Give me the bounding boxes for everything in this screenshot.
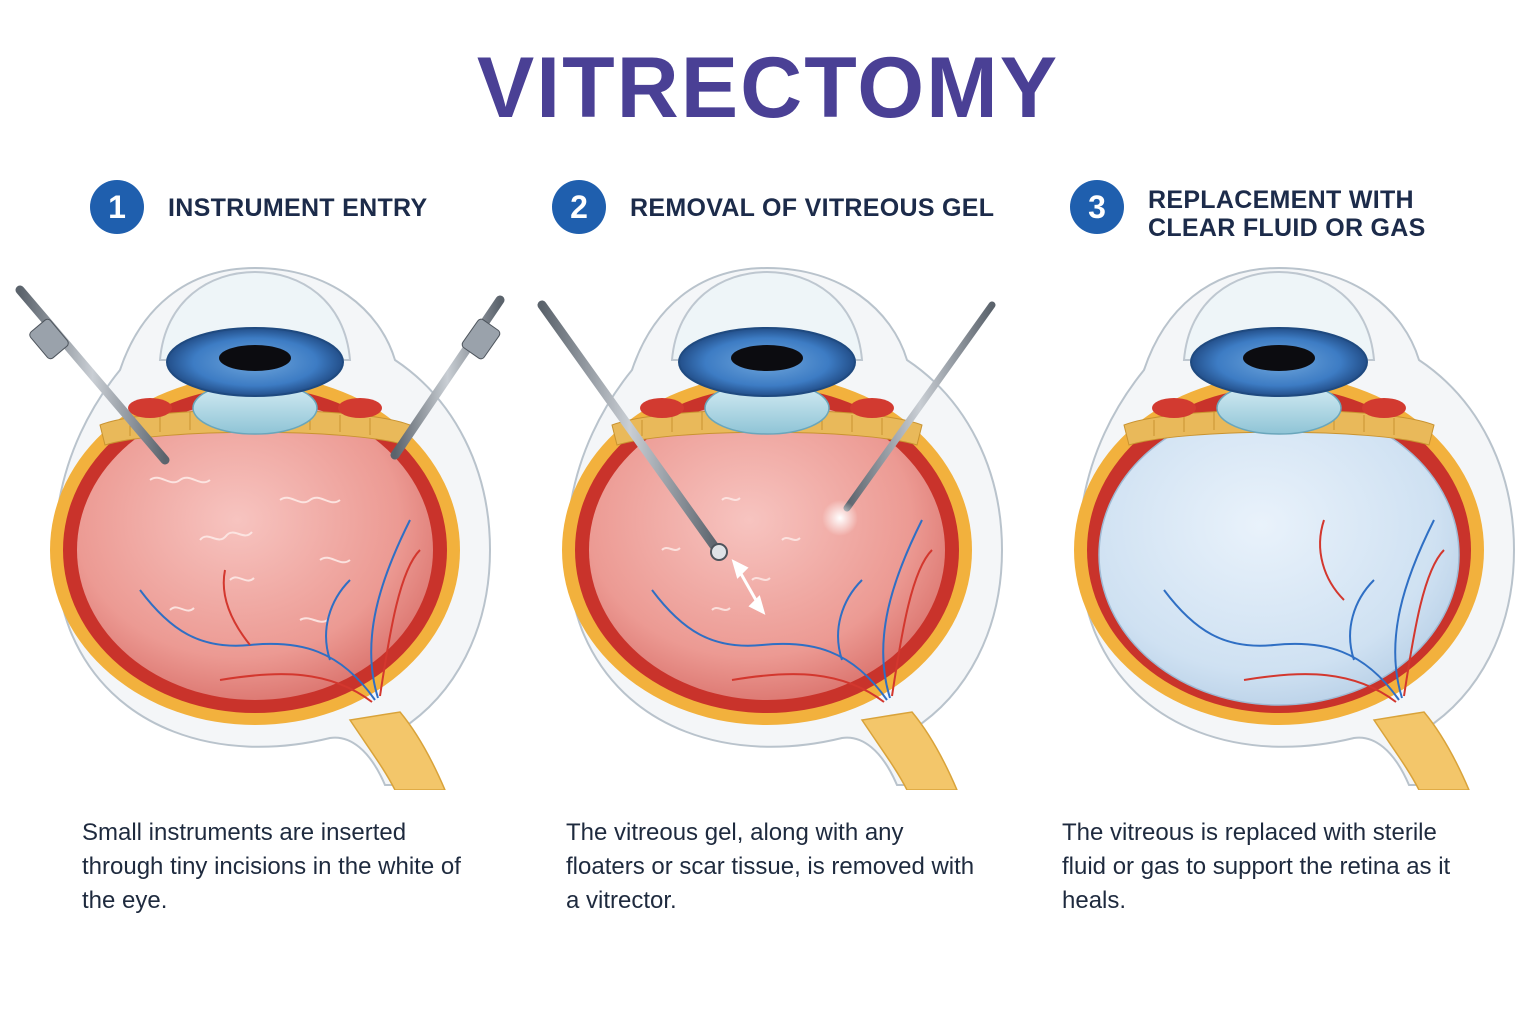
pupil xyxy=(219,345,291,371)
retinal-vessels xyxy=(651,519,933,703)
optic-nerve xyxy=(348,711,446,790)
pupil xyxy=(731,345,803,371)
vitreous-gel xyxy=(589,400,945,700)
step-1-title: INSTRUMENT ENTRY xyxy=(168,194,428,222)
step-3-number-badge: 3 xyxy=(1070,180,1124,234)
right-instrument xyxy=(390,295,505,460)
step-2-number-badge: 2 xyxy=(552,180,606,234)
page-title: VITRECTOMY xyxy=(476,40,1060,136)
step-3-caption: The vitreous is replaced with sterile fl… xyxy=(1062,819,1451,914)
eye-diagram-vitreous-removal xyxy=(537,266,1004,790)
eye-diagram-instrument-entry xyxy=(15,266,505,790)
step-1-panel: 1 INSTRUMENT ENTRY xyxy=(0,0,512,1024)
step-3-panel: 3 REPLACEMENT WITH CLEAR FLUID OR GAS Th xyxy=(1024,0,1536,1024)
floaters xyxy=(661,497,801,611)
retinal-vessels xyxy=(1163,519,1445,703)
eye-diagram-fluid-replacement xyxy=(1074,266,1516,790)
vitreous-gel xyxy=(77,400,433,700)
step-1-number-badge: 1 xyxy=(90,180,144,234)
vitrector-instrument xyxy=(537,300,728,561)
left-instrument xyxy=(15,285,170,465)
light-pipe-instrument xyxy=(822,301,996,536)
step-3-title: REPLACEMENT WITH CLEAR FLUID OR GAS xyxy=(1148,186,1426,242)
step-2-caption: The vitreous gel, along with any floater… xyxy=(566,819,975,914)
step-1-caption: Small instruments are inserted through t… xyxy=(82,819,461,914)
ciliary-muscle-left xyxy=(128,398,172,418)
ciliary-muscle-left xyxy=(1152,398,1196,418)
step-2-panel: 2 REMOVAL OF VITREOUS GEL xyxy=(512,0,1024,1024)
step-2-title: REMOVAL OF VITREOUS GEL xyxy=(630,194,995,222)
ciliary-muscle-right xyxy=(850,398,894,418)
pupil xyxy=(1243,345,1315,371)
ciliary-muscle-right xyxy=(338,398,382,418)
ciliary-muscle-left xyxy=(640,398,684,418)
floaters xyxy=(149,476,351,623)
retinal-vessels xyxy=(139,519,421,703)
suction-arrow-icon xyxy=(731,559,766,615)
optic-nerve xyxy=(1372,711,1470,790)
step-3-header: 3 REPLACEMENT WITH CLEAR FLUID OR GAS xyxy=(1070,180,1490,250)
step-2-header: 2 REMOVAL OF VITREOUS GEL xyxy=(552,180,994,250)
clear-fluid xyxy=(1098,404,1460,706)
step-1-header: 1 INSTRUMENT ENTRY xyxy=(90,180,510,250)
ciliary-muscle-right xyxy=(1362,398,1406,418)
optic-nerve xyxy=(860,711,958,790)
